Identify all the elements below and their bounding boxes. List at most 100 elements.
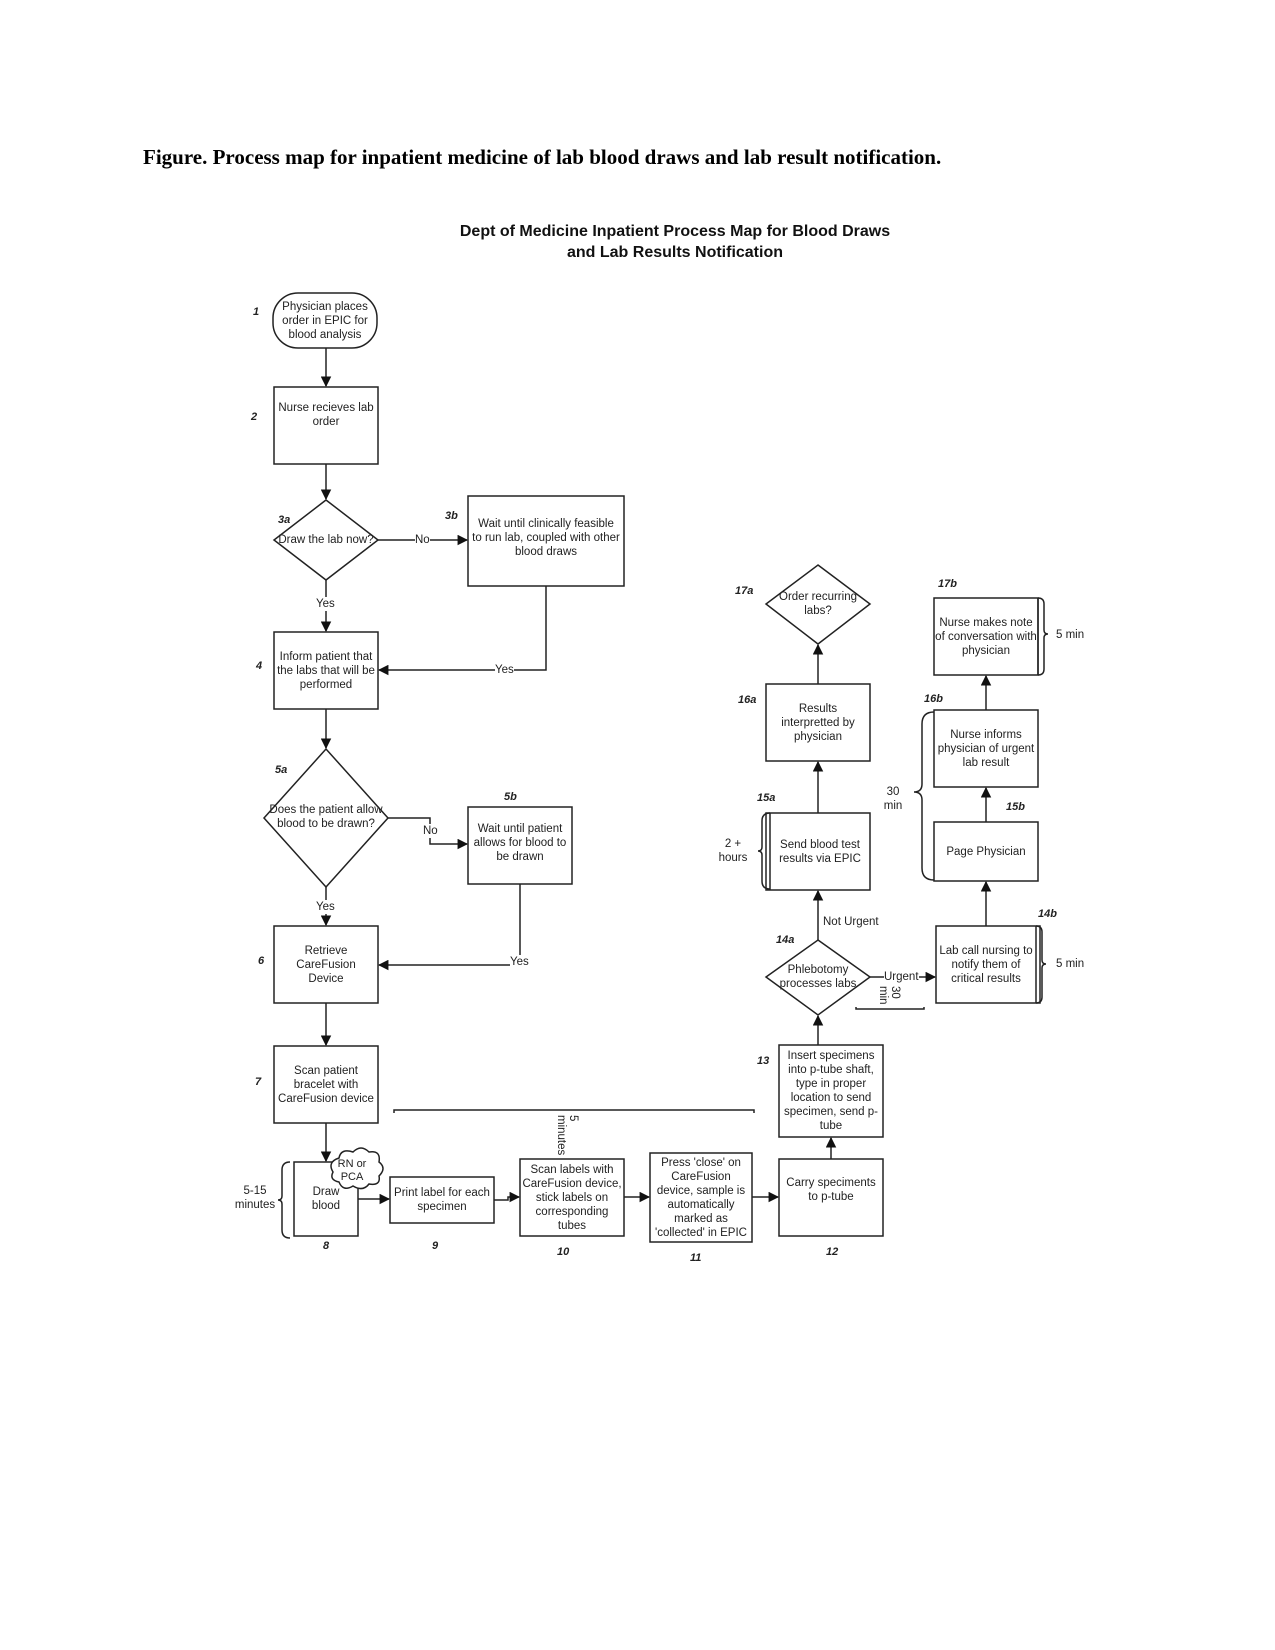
time-page-physician: 30 min (883, 786, 903, 812)
node-4[interactable]: Inform patient that the labs that will b… (276, 634, 376, 707)
node-17a[interactable]: Order recurring labs? (770, 588, 866, 620)
rn-pca-text: RN or PCA (337, 1158, 367, 1183)
node-15b[interactable]: Page Physician (935, 824, 1037, 879)
time-nurse-note: 5 min (1056, 629, 1085, 641)
node-11-shape (649, 1152, 753, 1243)
time-lab-call: 5 min (1056, 958, 1085, 970)
node-14b-text: Lab call nursing to notify them of criti… (939, 944, 1033, 985)
step-label-12: 12 (826, 1246, 839, 1258)
step-label-3b: 3b (445, 510, 458, 522)
node-16b-text: Nurse informs physician of urgent lab re… (937, 728, 1035, 769)
edge-label-3b-4: Yes (495, 663, 514, 677)
step-label-8: 8 (323, 1240, 330, 1252)
node-17b[interactable]: Nurse makes note of conversation with ph… (935, 600, 1037, 673)
node-1[interactable]: Physician places order in EPIC for blood… (275, 295, 375, 346)
node-8-text: Draw blood (311, 1186, 341, 1212)
node-6-text: Retrieve CareFusion Device (296, 944, 356, 985)
step-label-9: 9 (432, 1240, 439, 1252)
node-14b-shape (935, 925, 1041, 1004)
edge-label-5b-6: Yes (510, 955, 529, 969)
node-6[interactable]: Retrieve CareFusion Device (290, 928, 362, 1001)
node-15a-shape (765, 812, 871, 891)
node-9-text: Print label for each specimen (394, 1187, 490, 1213)
step-label-4: 4 (256, 660, 263, 672)
node-13-text: Insert specimens into p-tube shaft, type… (784, 1050, 878, 1132)
node-13[interactable]: Insert specimens into p-tube shaft, type… (780, 1046, 882, 1136)
node-8[interactable]: Draw blood (305, 1182, 347, 1216)
bracket-call-time (1035, 925, 1047, 1004)
node-16b[interactable]: Nurse informs physician of urgent lab re… (936, 712, 1036, 785)
node-1-shape (272, 292, 378, 349)
node-7-text: Scan patient bracelet with CareFusion de… (278, 1064, 374, 1105)
step-label-11: 11 (690, 1252, 702, 1264)
step-label-6: 6 (258, 955, 265, 967)
node-3b[interactable]: Wait until clinically feasible to run la… (472, 505, 620, 571)
edge-9-10 (494, 1191, 521, 1203)
bracket-epic-time (757, 812, 771, 890)
node-16a-text: Results interpretted by physician (781, 702, 855, 743)
node-15a[interactable]: Send blood test results via EPIC (772, 815, 868, 888)
step-label-3a: 3a (278, 514, 291, 526)
bracket-page-time (913, 711, 935, 881)
step-label-14b: 14b (1038, 908, 1057, 920)
step-label-15b: 15b (1006, 801, 1025, 813)
edge-label-14a-15a: Not Urgent (823, 916, 879, 928)
step-label-1: 1 (253, 306, 260, 318)
node-7[interactable]: Scan patient bracelet with CareFusion de… (275, 1048, 377, 1121)
node-5b-shape (467, 806, 573, 885)
time-draw-blood: 5-15 minutes (234, 1185, 276, 1211)
edge-3b-4 (377, 586, 547, 676)
time-scan-labels: 5 minutes (555, 1115, 579, 1156)
node-1-text: Physician places order in EPIC for blood… (282, 300, 368, 341)
time-epic-results: 2 + hours (718, 838, 748, 864)
node-4-text: Inform patient that the labs that will b… (277, 650, 375, 691)
bracket-draw-time (277, 1161, 291, 1239)
node-12-text: Carry speciments to p-tube (786, 1177, 876, 1203)
time-urgent-call: 30 min (877, 986, 901, 1005)
step-label-7: 7 (255, 1076, 262, 1088)
step-label-17b: 17b (938, 578, 957, 590)
node-12[interactable]: Carry speciments to p-tube (780, 1170, 882, 1210)
node-10-shape (519, 1158, 625, 1237)
node-10[interactable]: Scan labels with CareFusion device, stic… (521, 1160, 623, 1235)
node-3a[interactable]: Draw the lab now? (270, 530, 382, 550)
node-10-text: Scan labels with CareFusion device, stic… (522, 1163, 622, 1232)
node-9[interactable]: Print label for each specimen (391, 1179, 493, 1221)
step-label-2: 2 (251, 411, 258, 423)
edge-5b-6 (377, 884, 521, 971)
edge-label-5a-5b: No (423, 824, 438, 838)
node-3b-shape (467, 495, 625, 587)
node-11[interactable]: Press 'close' on CareFusion device, samp… (652, 1154, 750, 1241)
step-label-13: 13 (757, 1055, 770, 1067)
node-11-text: Press 'close' on CareFusion device, samp… (655, 1156, 747, 1239)
diagram-title-line2: and Lab Results Notification (566, 244, 783, 261)
step-label-16a: 16a (738, 694, 757, 706)
node-5b-text: Wait until patient allows for blood to b… (473, 823, 567, 863)
node-5a[interactable]: Does the patient allow blood to be drawn… (262, 800, 390, 834)
diagram-title-line1: Dept of Medicine Inpatient Process Map f… (459, 223, 891, 240)
figure-caption: Figure. Process map for inpatient medici… (143, 145, 942, 169)
node-5a-text: Does the patient allow blood to be drawn… (269, 804, 383, 830)
node-2-text: Nurse recieves lab order (278, 402, 374, 428)
node-9-shape (389, 1176, 495, 1224)
node-3b-text: Wait until clinically feasible to run la… (472, 518, 620, 558)
step-label-16b: 16b (924, 693, 943, 705)
node-16a[interactable]: Results interpretted by physician (772, 686, 864, 759)
step-label-17a: 17a (735, 585, 754, 597)
edge-label-3a-4: Yes (316, 597, 335, 611)
node-14b[interactable]: Lab call nursing to notify them of criti… (937, 928, 1035, 1001)
node-6-shape (273, 925, 379, 1004)
node-2[interactable]: Nurse recieves lab order (275, 395, 377, 435)
node-17a-text: Order recurring labs? (779, 591, 857, 617)
bracket-note-time (1037, 597, 1049, 676)
node-13-shape (778, 1044, 884, 1138)
node-8-annotation: RN or PCA (337, 1156, 367, 1186)
node-14a[interactable]: Phlebotomy processes labs (772, 960, 864, 994)
node-15b-text: Page Physician (946, 845, 1026, 858)
node-5b[interactable]: Wait until patient allows for blood to b… (470, 815, 570, 871)
bracket-urgent-time (855, 1007, 925, 1010)
diagram-title: Dept of Medicine Inpatient Process Map f… (420, 221, 930, 263)
node-17b-text: Nurse makes note of conversation with ph… (935, 616, 1037, 657)
node-14a-text: Phlebotomy processes labs (779, 964, 857, 990)
